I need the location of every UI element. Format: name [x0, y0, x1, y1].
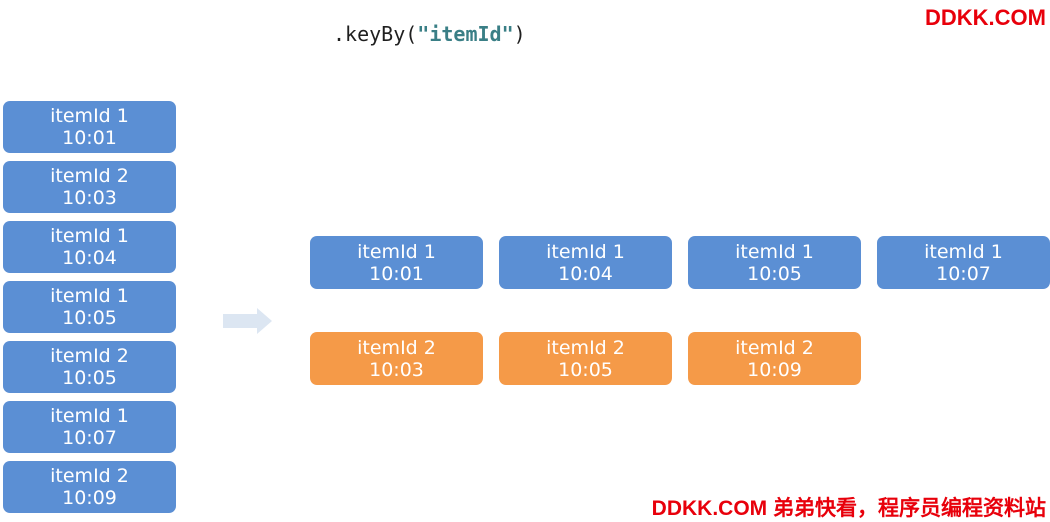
event-item: itemId 2 [50, 165, 129, 187]
event-time: 10:09 [747, 358, 802, 381]
event-item: itemId 1 [50, 225, 129, 247]
watermark-top: DDKK.COM [925, 5, 1046, 30]
event-time: 10:04 [558, 262, 613, 285]
event-item: itemId 1 [50, 105, 129, 127]
event-item: itemId 1 [357, 240, 436, 263]
event-item: itemId 1 [50, 405, 129, 427]
event-time: 10:07 [62, 427, 117, 449]
event-time: 10:05 [62, 307, 117, 329]
event-item: itemId 2 [50, 465, 129, 487]
event-time: 10:05 [62, 367, 117, 389]
event-item: itemId 1 [924, 240, 1003, 263]
event-time: 10:09 [62, 487, 117, 509]
keyby-code-label: .keyBy("itemId") [333, 22, 526, 46]
event-time: 10:01 [369, 262, 424, 285]
event-time: 10:05 [747, 262, 802, 285]
event-item: itemId 1 [735, 240, 814, 263]
event-time: 10:03 [369, 358, 424, 381]
event-time: 10:01 [62, 127, 117, 149]
event-time: 10:07 [936, 262, 991, 285]
event-item: itemId 1 [546, 240, 625, 263]
event-item: itemId 1 [50, 285, 129, 307]
event-time: 10:05 [558, 358, 613, 381]
code-prefix: .keyBy( [333, 22, 418, 46]
event-item: itemId 2 [735, 336, 814, 359]
event-item: itemId 2 [546, 336, 625, 359]
code-argument: "itemId" [417, 22, 514, 46]
code-suffix: ) [513, 22, 526, 46]
right-arrow-icon [223, 308, 272, 334]
watermark-bottom: DDKK.COM 弟弟快看，程序员编程资料站 [651, 497, 1046, 520]
event-item: itemId 2 [357, 336, 436, 359]
event-time: 10:04 [62, 247, 117, 269]
event-item: itemId 2 [50, 345, 129, 367]
event-time: 10:03 [62, 187, 117, 209]
